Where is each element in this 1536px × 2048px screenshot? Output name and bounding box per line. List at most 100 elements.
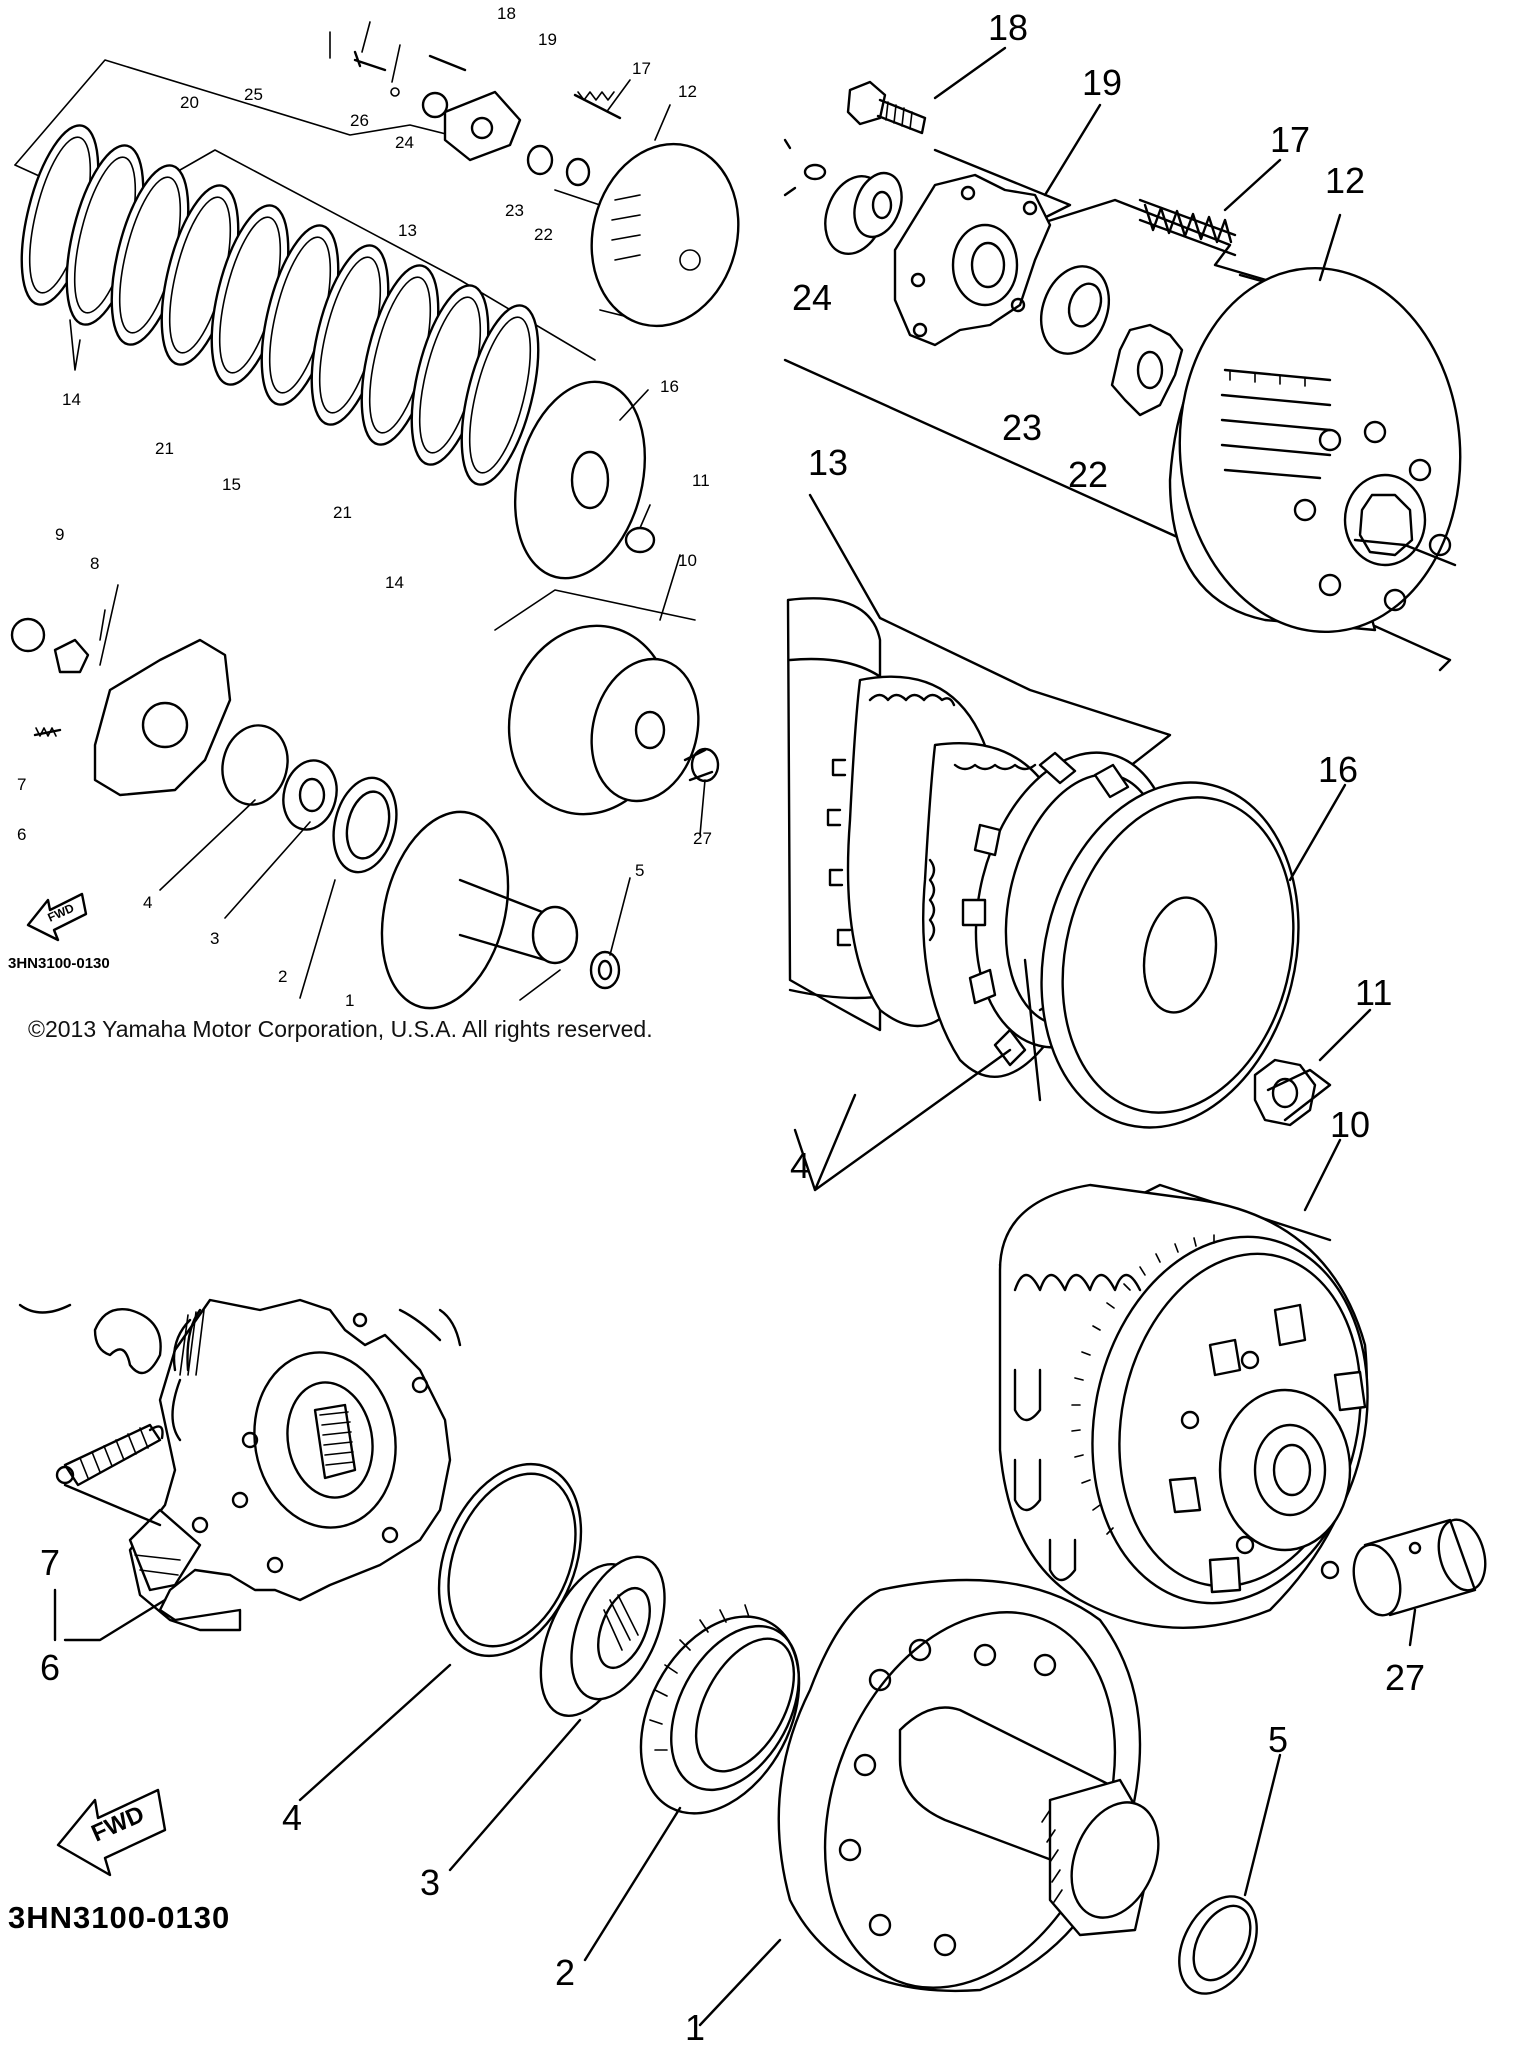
- detail-upper-right: 18 19 17 12 24 23 22: [783, 7, 1462, 672]
- detail-leader-2: [583, 1806, 682, 1962]
- overview-primary-gear: [380, 810, 510, 1010]
- overview-pressure-plate-hole: [570, 450, 610, 510]
- detail-label-24: 24: [792, 277, 832, 318]
- overview-lock-washer-22: [565, 157, 591, 187]
- overview-label-21a: 21: [155, 439, 174, 458]
- overview-label-23: 23: [505, 201, 524, 220]
- detail-washer-23: [1040, 265, 1110, 355]
- overview-diagram-code: 3HN3100-0130: [8, 955, 110, 972]
- detail-lock-washer-22: [1110, 323, 1184, 417]
- overview-label-27: 27: [693, 829, 712, 848]
- detail-leader-4: [793, 1048, 1012, 1192]
- detail-bearing-3: [539, 1555, 666, 1718]
- overview-clutch-housing-slots: [611, 194, 641, 261]
- detail-clutch-housing: [1168, 266, 1462, 634]
- overview-leader-14a: [69, 319, 81, 371]
- detail-label-2: 2: [555, 1952, 575, 1993]
- overview-label-21b: 21: [333, 503, 352, 522]
- detail-leader-17: [1223, 158, 1282, 212]
- detail-leader-6: [63, 1483, 167, 1642]
- overview-label-12: 12: [678, 82, 697, 101]
- overview-ball-26: [390, 87, 400, 97]
- overview-label-25: 25: [244, 85, 263, 104]
- detail-o-ring-4: [437, 1462, 583, 1658]
- overview-washer-5: [589, 950, 621, 990]
- overview-label-20: 20: [180, 93, 199, 112]
- detail-spring-17: [1138, 198, 1237, 257]
- overview-clutch-housing: [590, 142, 740, 328]
- detail-leader-1: [698, 1938, 782, 2027]
- overview-label-24: 24: [395, 133, 414, 152]
- detail-fwd-arrow: FWD: [56, 1788, 167, 1877]
- detail-leader-4b: [298, 1663, 452, 1802]
- detail-lower-left: FWD 3HN3100-0130 7 6 4 3 2 1 5: [8, 1298, 1288, 2048]
- detail-spring-7: [55, 1423, 164, 1487]
- detail-leader-11: [1318, 1008, 1372, 1062]
- detail-washer-5: [1178, 1895, 1258, 1995]
- overview-bracket-10: [494, 589, 696, 631]
- detail-label-11: 11: [1355, 972, 1392, 1013]
- detail-leader-3: [448, 1718, 582, 1872]
- overview-nut-9: [10, 617, 46, 653]
- overview-label-14a: 14: [62, 390, 81, 409]
- detail-leader-16: [1288, 783, 1347, 882]
- detail-label-10: 10: [1330, 1104, 1370, 1145]
- overview-label-17: 17: [632, 59, 651, 78]
- overview-fwd-arrow: [26, 892, 88, 942]
- overview-plate-stack: [20, 124, 540, 486]
- overview-label-14b: 14: [385, 573, 404, 592]
- detail-label-16: 16: [1318, 749, 1358, 790]
- overview-washer-23: [526, 144, 554, 176]
- overview-label-19: 19: [538, 30, 557, 49]
- overview-centrifugal-clutch: [93, 638, 232, 797]
- overview-label-4: 4: [143, 893, 152, 912]
- detail-collar-27: [1352, 1518, 1487, 1617]
- overview-label-11: 11: [692, 471, 710, 490]
- detail-label-23: 23: [1002, 407, 1042, 448]
- overview-primary-gear-shaft: [458, 878, 552, 962]
- overview-label-6: 6: [17, 825, 26, 844]
- detail-leader-19: [1043, 103, 1102, 197]
- overview-lock-washer-8: [53, 638, 90, 674]
- detail-leader-10: [1303, 1138, 1342, 1212]
- detail-label-22: 22: [1068, 454, 1108, 495]
- overview-label-15: 15: [222, 475, 241, 494]
- detail-one-way-clutch: [639, 1604, 801, 1815]
- detail-leader-12: [1318, 213, 1342, 282]
- overview-label-26: 26: [350, 111, 369, 130]
- detail-pressure-plate: [1023, 781, 1300, 1129]
- overview-bracket-upper: [14, 59, 471, 166]
- detail-diagram-code: 3HN3100-0130: [8, 1900, 230, 1935]
- detail-primary-gear: [777, 1578, 1160, 1993]
- detail-label-4-upper: 4: [790, 1145, 810, 1186]
- detail-middle-right: 13 16 11 4: [786, 442, 1392, 1192]
- detail-leader-5: [1243, 1753, 1282, 1897]
- detail-bracket-13: [808, 493, 1172, 772]
- overview-label-5: 5: [635, 861, 644, 880]
- detail-circlip-11: [1253, 1058, 1317, 1127]
- detail-label-6: 6: [40, 1647, 60, 1688]
- overview-push-plate: [443, 90, 522, 162]
- detail-fragment: [93, 1308, 162, 1375]
- overview-label-22: 22: [534, 225, 553, 244]
- detail-bearing-24: [824, 171, 903, 255]
- detail-clutch-boss: 10 27: [998, 1104, 1487, 1698]
- overview-label-8: 8: [90, 554, 99, 573]
- detail-label-19: 19: [1082, 62, 1122, 103]
- overview-label-2: 2: [278, 967, 287, 986]
- detail-bracket-lower: [783, 358, 1452, 672]
- overview-circlip: [624, 526, 656, 554]
- overview-bolt-25: [353, 50, 387, 72]
- detail-label-4-lower: 4: [282, 1797, 302, 1838]
- overview-bearing-24: [421, 91, 449, 119]
- detail-label-5: 5: [1268, 1719, 1288, 1760]
- overview-bolt-18: [428, 54, 467, 72]
- detail-push-plate: [893, 173, 1052, 347]
- detail-bolt-18: [846, 80, 927, 135]
- detail-label-27: 27: [1385, 1657, 1425, 1698]
- detail-label-3: 3: [420, 1862, 440, 1903]
- overview-label-3: 3: [210, 929, 219, 948]
- detail-label-7: 7: [40, 1542, 60, 1583]
- overview-label-10: 10: [678, 551, 697, 570]
